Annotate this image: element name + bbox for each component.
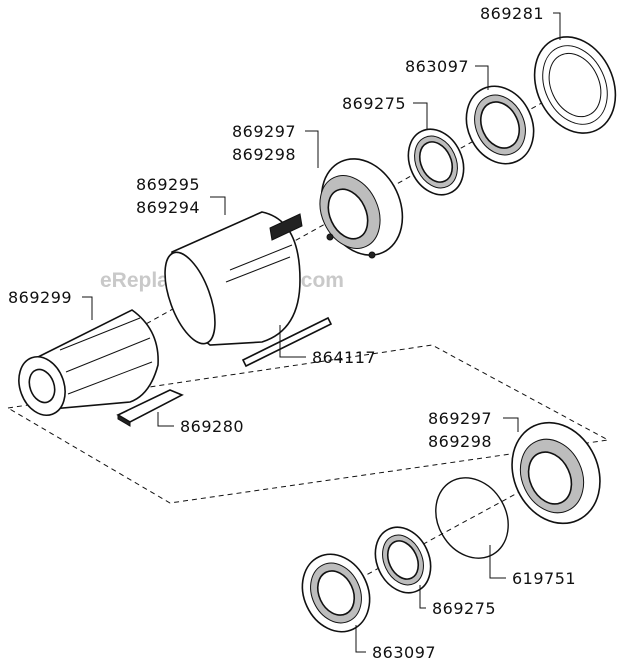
part-863097-bearing-top[interactable] xyxy=(454,75,546,175)
part-863097-bearing-bottom[interactable] xyxy=(290,543,382,643)
label-869295: 869295 xyxy=(136,175,200,194)
leader-lines xyxy=(82,12,561,653)
part-864117-pin[interactable] xyxy=(241,316,333,368)
part-869297-end-plate-bottom[interactable] xyxy=(496,408,616,538)
label-619751: 619751 xyxy=(512,569,576,588)
part-869295-cylinder[interactable] xyxy=(155,211,303,350)
part-labels: 869281 863097 869275 869297 869298 86929… xyxy=(8,4,576,662)
label-864117: 864117 xyxy=(312,348,376,367)
label-869275-top: 869275 xyxy=(342,94,406,113)
label-869298-bottom: 869298 xyxy=(428,432,492,451)
label-869297-top: 869297 xyxy=(232,122,296,141)
part-869275-seal-top[interactable] xyxy=(398,120,474,204)
label-869297-bottom: 869297 xyxy=(428,409,492,428)
label-863097-top: 863097 xyxy=(405,57,469,76)
part-869299-rotor[interactable] xyxy=(11,309,159,422)
label-869294: 869294 xyxy=(136,198,200,217)
label-869298-top: 869298 xyxy=(232,145,296,164)
part-869281-ring[interactable] xyxy=(519,24,620,147)
label-869275-bottom: 869275 xyxy=(432,599,496,618)
part-869280-blade[interactable] xyxy=(116,389,184,427)
part-869275-seal-bottom[interactable] xyxy=(365,518,441,602)
label-869280: 869280 xyxy=(180,417,244,436)
part-619751-o-ring[interactable] xyxy=(422,465,523,572)
label-869299: 869299 xyxy=(8,288,72,307)
label-869281: 869281 xyxy=(480,4,544,23)
part-869297-end-plate-top[interactable] xyxy=(306,146,417,269)
label-863097-bottom: 863097 xyxy=(372,643,436,662)
assembly-axis-line xyxy=(59,89,566,373)
